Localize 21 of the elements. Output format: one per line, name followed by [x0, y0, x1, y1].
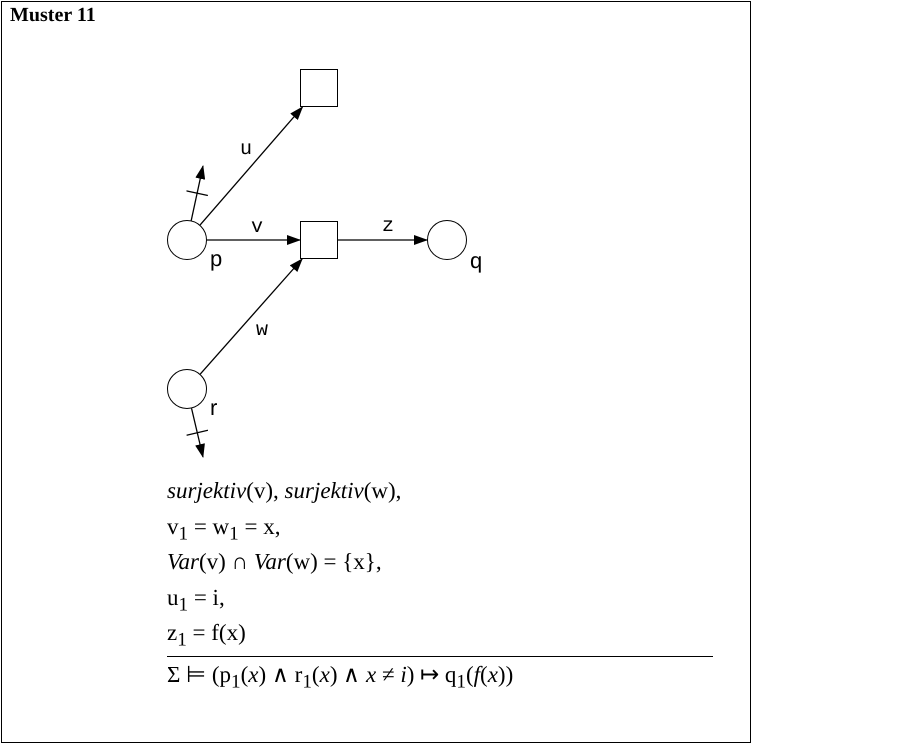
arrow [200, 258, 303, 374]
arrow [338, 235, 428, 245]
arrow [207, 235, 301, 245]
transition-box [300, 221, 338, 259]
conclusion-formula: Σ ⊨ (p$_{1}$(x) ∧ r$_{1}$(x) ∧ x ≠ i) ↦ q$_{1}$(f(x)) [167, 662, 514, 693]
arrow [186, 165, 208, 221]
place-label: r [210, 397, 218, 419]
premise-formula: surjektiv(v), surjektiv(w), [167, 478, 402, 504]
place-circle [427, 220, 467, 260]
arrow [186, 408, 208, 458]
premise-formula: z$_{1}$ = f(x) [167, 620, 246, 651]
place-circle [167, 220, 207, 260]
place-label: p [210, 248, 222, 270]
premise-formula: Var(v) ∩ Var(w) = {x}, [167, 549, 382, 574]
diagram-title: Muster 11 [10, 4, 96, 27]
place-circle [167, 369, 207, 409]
premise-formula: u$_{1}$ = i, [167, 584, 225, 616]
place-label: q [470, 250, 482, 272]
arrow [200, 106, 304, 226]
premise-formula: v$_{1}$ = w$_{1}$ = x, [167, 514, 280, 544]
transition-box [300, 69, 338, 107]
